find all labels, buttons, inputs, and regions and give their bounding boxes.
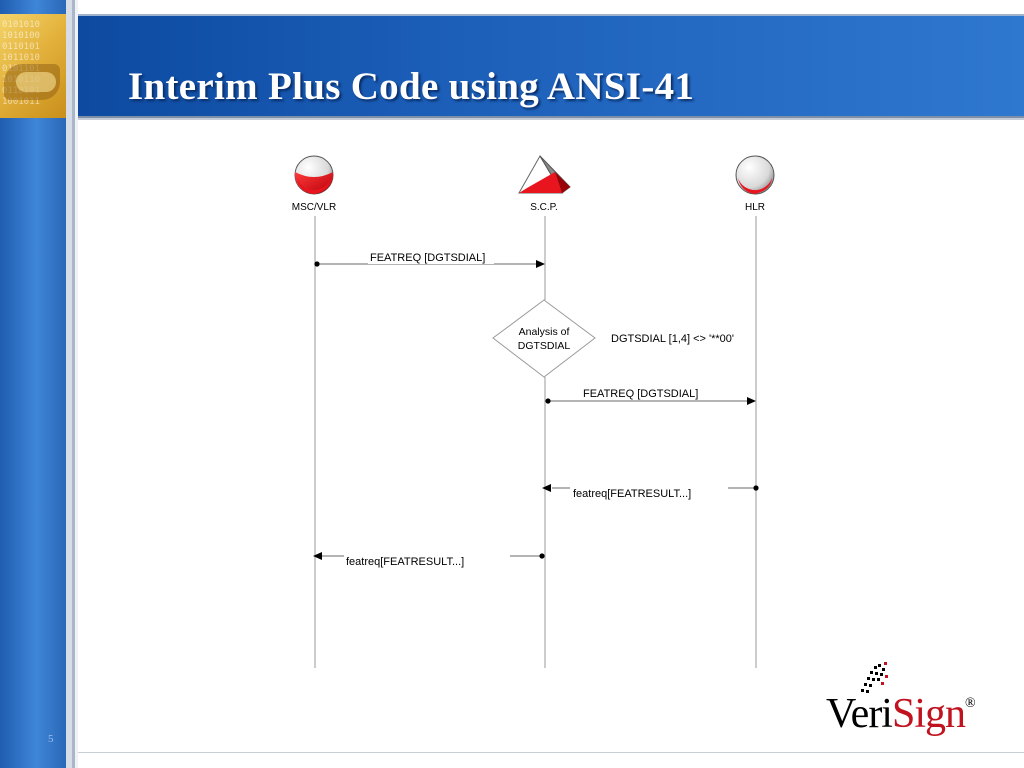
message-arrow: [545, 397, 756, 405]
decision-diamond: [492, 299, 596, 378]
actor-label-hlr: HLR: [745, 202, 765, 213]
page-number: 5: [48, 733, 54, 745]
message-label: featreq[FEATRESULT...]: [573, 488, 691, 500]
sphere-icon: [735, 155, 775, 195]
message-label: FEATREQ [DGTSDIAL]: [583, 388, 698, 400]
verisign-logo: VeriSign®: [826, 690, 1006, 738]
footer-rule: [78, 752, 1024, 753]
header-bottom-rule: [78, 116, 1024, 118]
message-label-bg: [368, 250, 494, 264]
message-label-bg: [570, 485, 728, 499]
header-top-rule: [78, 14, 1024, 16]
registered-mark: ®: [965, 696, 976, 711]
brand-name-part1: Veri: [826, 691, 893, 737]
message-label-bg: [344, 553, 510, 567]
handshake-tile-icon: 0101010 1010100 0110101 1011010 0101101 …: [0, 14, 66, 118]
header-bottom-rule-light: [78, 118, 1024, 120]
handshake-highlight: [16, 72, 56, 92]
pyramid-icon: [518, 155, 571, 194]
page-title: Interim Plus Code using ANSI-41: [128, 65, 695, 108]
left-divider-highlight: [75, 0, 78, 768]
decision-condition: DGTSDIAL [1,4] <> '**00': [611, 333, 734, 345]
message-label: FEATREQ [DGTSDIAL]: [370, 252, 485, 264]
decision-label-line2: DGTSDIAL: [518, 340, 571, 352]
actor-label-msc: MSC/VLR: [292, 202, 336, 213]
left-divider-shadow: [72, 0, 75, 768]
left-band: [0, 0, 66, 768]
left-divider: [66, 0, 72, 768]
sphere-icon: [294, 155, 334, 195]
message-label-bg: [580, 385, 724, 399]
checkmark-logo-icon: [861, 662, 888, 693]
brand-name-part2: Sign: [891, 691, 966, 737]
message-label: featreq[FEATRESULT...]: [346, 556, 464, 568]
decision-label-line1: Analysis of: [519, 326, 570, 338]
actor-label-scp: S.C.P.: [530, 202, 558, 213]
header-band: [78, 16, 1024, 116]
